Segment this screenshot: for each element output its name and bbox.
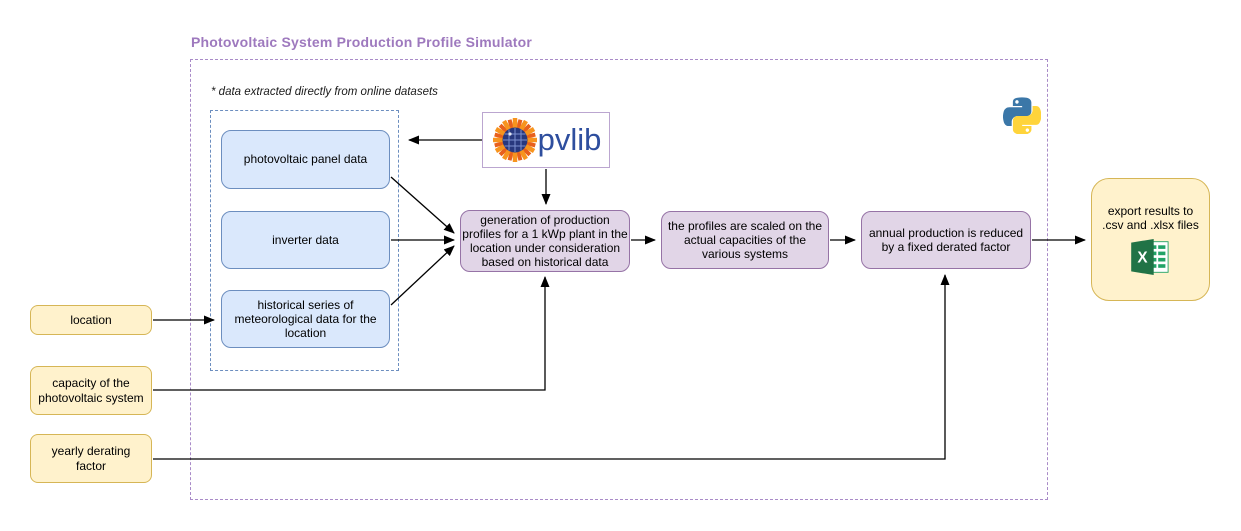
svg-text:X: X bbox=[1137, 250, 1148, 267]
node-historical-meteo-data: historical series of meteorological data… bbox=[221, 290, 390, 348]
pvlib-logo-text: pvlib bbox=[537, 122, 602, 157]
pvlib-logo-box: pvlib bbox=[482, 112, 610, 168]
data-sources-note: * data extracted directly from online da… bbox=[211, 86, 438, 98]
node-label: generation of production profiles for a … bbox=[462, 212, 628, 270]
python-icon bbox=[1003, 97, 1041, 134]
node-annual-production-derating: annual production is reduced by a fixed … bbox=[861, 211, 1031, 269]
node-generation-of-profiles: generation of production profiles for a … bbox=[460, 210, 630, 272]
node-label: inverter data bbox=[272, 232, 339, 247]
node-label: historical series of meteorological data… bbox=[234, 297, 377, 341]
node-yearly-derating-input: yearly derating factor bbox=[30, 434, 152, 483]
node-label: yearly derating factor bbox=[51, 444, 131, 473]
node-label: location bbox=[70, 312, 112, 327]
node-label: export results to .csv and .xlsx files bbox=[1102, 203, 1199, 232]
node-label: capacity of the photovoltaic system bbox=[38, 376, 144, 405]
node-location-input: location bbox=[30, 305, 152, 335]
node-label: the profiles are scaled on the actual ca… bbox=[667, 218, 823, 262]
node-label: photovoltaic panel data bbox=[243, 152, 368, 167]
diagram-title: Photovoltaic System Production Profile S… bbox=[191, 34, 532, 50]
node-export-results: export results to .csv and .xlsx files X bbox=[1091, 178, 1210, 301]
pvlib-sun-icon bbox=[492, 118, 537, 162]
node-profiles-scaling: the profiles are scaled on the actual ca… bbox=[661, 211, 829, 269]
node-capacity-input: capacity of the photovoltaic system bbox=[30, 366, 152, 415]
node-inverter-data: inverter data bbox=[221, 211, 390, 269]
node-photovoltaic-panel-data: photovoltaic panel data bbox=[221, 130, 390, 189]
node-label: annual production is reduced by a fixed … bbox=[868, 225, 1024, 254]
excel-icon: X bbox=[1130, 239, 1169, 276]
